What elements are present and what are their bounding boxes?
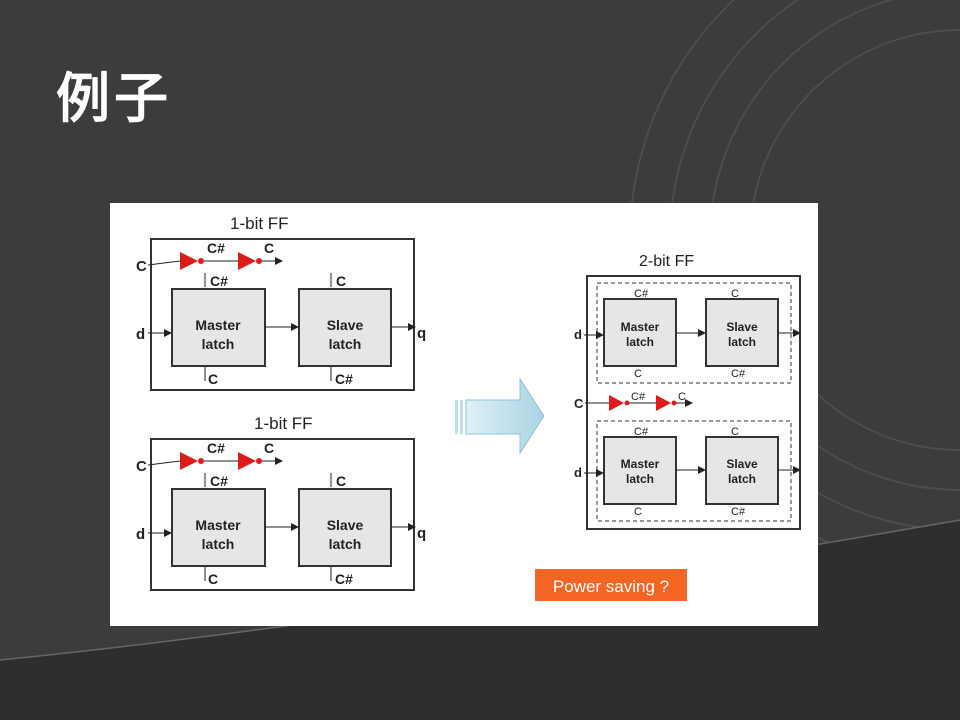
ff3-clk-bar-label: C# xyxy=(631,391,646,403)
ff2-slave-top-clock: C xyxy=(336,473,346,489)
master-latch-label: Master xyxy=(195,317,241,333)
ff3-d-upper-label: d xyxy=(574,327,582,342)
ff2-clk-label: C xyxy=(264,440,274,456)
ff3-clock-input-label: C xyxy=(574,396,584,411)
ff-block-2: 1-bit FF C C# C Master latch Slave latch… xyxy=(136,414,426,591)
slave-latch-label: Slave xyxy=(327,317,364,333)
ff-block-1: 1-bit FF C C# C Master latch Slave latch… xyxy=(136,214,426,391)
ff2-master-bottom-clock: C xyxy=(208,571,218,587)
ff1-slave-bottom-clock: C# xyxy=(335,371,353,387)
ff3-lower-master-bottom-clock: C xyxy=(634,506,642,518)
slave-latch-4 xyxy=(705,436,779,505)
ff3-upper-master-bottom-clock: C xyxy=(634,368,642,380)
slave-latch-label: latch xyxy=(329,336,362,352)
ff1-slave-top-clock: C xyxy=(336,273,346,289)
ff3-upper-master-top-clock: C# xyxy=(634,288,649,300)
flip-flop-figure: 1-bit FF C C# C Master latch Slave latch… xyxy=(110,203,818,626)
slide-title: 例子 xyxy=(56,67,172,130)
ff2-clk-bar-label: C# xyxy=(207,440,225,456)
ff3-lower-master-top-clock: C# xyxy=(634,426,649,438)
ff3-lower-slave-top-clock: C xyxy=(731,426,739,438)
master-latch-label: latch xyxy=(626,472,654,486)
slave-latch-label: Slave xyxy=(726,320,758,334)
inverter-icon xyxy=(656,395,671,411)
ff3-upper-slave-bottom-clock: C# xyxy=(731,368,746,380)
power-saving-badge xyxy=(535,569,687,601)
ff3-d-lower-label: d xyxy=(574,465,582,480)
ff2-q-label: q xyxy=(417,525,426,542)
ff1-title: 1-bit FF xyxy=(230,214,289,233)
master-latch-label: Master xyxy=(621,457,660,471)
ff-block-2bit: 2-bit FF Master latch Slave latch d C# C… xyxy=(574,253,801,530)
power-saving-note: Power saving ? xyxy=(553,577,669,596)
slave-latch-label: Slave xyxy=(726,457,758,471)
master-latch-label: latch xyxy=(202,536,235,552)
ff2-slave-bottom-clock: C# xyxy=(335,571,353,587)
inverter-icon xyxy=(180,452,198,470)
master-latch-label: Master xyxy=(621,320,660,334)
ff1-clk-bar-label: C# xyxy=(207,240,225,256)
ff1-master-bottom-clock: C xyxy=(208,371,218,387)
ff2-clock-input-label: C xyxy=(136,458,147,475)
inverter-icon xyxy=(180,252,198,270)
ff3-clk-label: C xyxy=(678,391,686,403)
slave-latch-label: Slave xyxy=(327,517,364,533)
ff3-upper-slave-top-clock: C xyxy=(731,288,739,300)
slave-latch-label: latch xyxy=(728,335,756,349)
slave-latch-2 xyxy=(298,488,392,567)
ff1-clock-input-label: C xyxy=(136,258,147,275)
ff2-d-label: d xyxy=(136,526,145,543)
slave-latch-label: latch xyxy=(329,536,362,552)
inverter-icon xyxy=(238,252,256,270)
ff3-title: 2-bit FF xyxy=(639,253,694,270)
inverter-icon xyxy=(609,395,624,411)
ff1-master-top-clock: C# xyxy=(210,273,228,289)
slave-latch-label: latch xyxy=(728,472,756,486)
master-latch-label: Master xyxy=(195,517,241,533)
transform-arrow-icon xyxy=(455,377,545,455)
ff2-master-top-clock: C# xyxy=(210,473,228,489)
ff2-title: 1-bit FF xyxy=(254,414,313,433)
ff1-clk-label: C xyxy=(264,240,274,256)
master-latch-label: latch xyxy=(202,336,235,352)
ff1-d-label: d xyxy=(136,326,145,343)
ff1-q-label: q xyxy=(417,325,426,342)
slave-latch-1 xyxy=(298,288,392,367)
inverter-icon xyxy=(238,452,256,470)
ff3-lower-slave-bottom-clock: C# xyxy=(731,506,746,518)
master-latch-label: latch xyxy=(626,335,654,349)
slave-latch-3 xyxy=(705,298,779,367)
